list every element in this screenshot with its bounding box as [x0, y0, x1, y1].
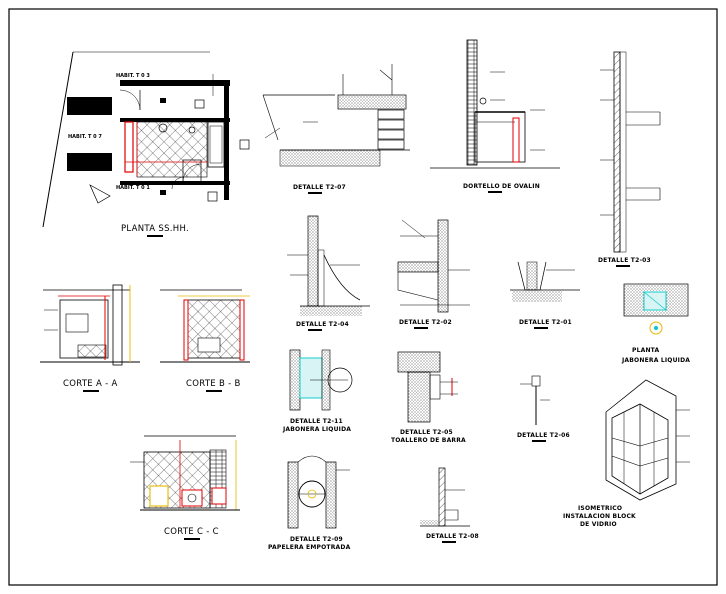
title-detalle-07: DETALLE T2-07 — [293, 184, 346, 191]
subtitle-instalacion: INSTALACION BLOCK — [563, 513, 636, 520]
title-detalle-05: DETALLE T2-05 — [400, 429, 453, 436]
label-habit-t01: HABIT. T 0 1 — [116, 185, 150, 191]
detail-t2-05: DETALLE T2-05 TOALLERO DE BARRA — [391, 351, 466, 444]
title-detalle-02: DETALLE T2-02 — [399, 319, 452, 326]
title-corte-bb: CORTE B - B — [186, 379, 241, 389]
subtitle-de-vidrio: DE VIDRIO — [580, 521, 617, 528]
detail-t2-02: DETALLE T2-02 — [397, 219, 470, 329]
section-c-c: CORTE C - C — [130, 435, 240, 540]
label-habit-t07: HABIT. T 0 7 — [68, 134, 102, 140]
title-planta-jabonera: JABONERA LIQUIDA — [621, 357, 690, 364]
title-planta: PLANTA — [632, 347, 660, 354]
title-detalle-06: DETALLE T2-06 — [517, 432, 570, 439]
detail-ovalin: DORTELLO DE OVALIN — [430, 39, 560, 193]
title-isometrico: ISOMETRICO — [578, 505, 622, 512]
detail-t2-07: DETALLE T2-07 — [262, 64, 410, 194]
detail-t2-11: DETALLE T2-11 JABONERA LIQUIDA — [282, 349, 353, 433]
title-detalle-04: DETALLE T2-04 — [296, 321, 349, 328]
title-corte-cc: CORTE C - C — [164, 527, 219, 537]
label-habit-t03: HABIT. T 0 3 — [116, 73, 150, 79]
isometric-glass-block: ISOMETRICO INSTALACION BLOCK DE VIDRIO — [563, 379, 690, 528]
detail-t2-06: DETALLE T2-06 — [517, 375, 570, 442]
title-detalle-03: DETALLE T2-03 — [598, 257, 651, 264]
title-detalle-09: DETALLE T2-09 — [290, 536, 343, 543]
section-a-a: CORTE A - A — [40, 284, 140, 392]
title-planta-sshh: PLANTA SS.HH. — [121, 224, 189, 234]
detail-t2-08: DETALLE T2-08 — [420, 467, 479, 543]
title-ovalin: DORTELLO DE OVALIN — [463, 183, 540, 190]
section-b-b: CORTE B - B — [160, 289, 250, 392]
subtitle-jabonera-liquida: JABONERA LIQUIDA — [282, 426, 351, 433]
plan-view-bathrooms: HABIT. T 0 3 HABIT. T 0 7 HABIT. T 0 1 P… — [42, 51, 250, 237]
plan-jabonera-liquida: PLANTA JABONERA LIQUIDA — [621, 283, 690, 364]
subtitle-papelera: PAPELERA EMPOTRADA — [268, 544, 351, 551]
detail-t2-01: DETALLE T2-01 — [510, 261, 580, 329]
subtitle-toallero: TOALLERO DE BARRA — [391, 437, 466, 444]
detail-t2-03: DETALLE T2-03 — [598, 51, 661, 267]
sheet-border — [8, 8, 718, 586]
detail-t2-04: DETALLE T2-04 — [287, 215, 370, 331]
title-detalle-11: DETALLE T2-11 — [290, 418, 343, 425]
detail-t2-09: DETALLE T2-09 PAPELERA EMPOTRADA — [268, 455, 351, 551]
title-corte-aa: CORTE A - A — [63, 379, 118, 389]
title-detalle-01: DETALLE T2-01 — [519, 319, 572, 326]
title-detalle-08: DETALLE T2-08 — [426, 533, 479, 540]
